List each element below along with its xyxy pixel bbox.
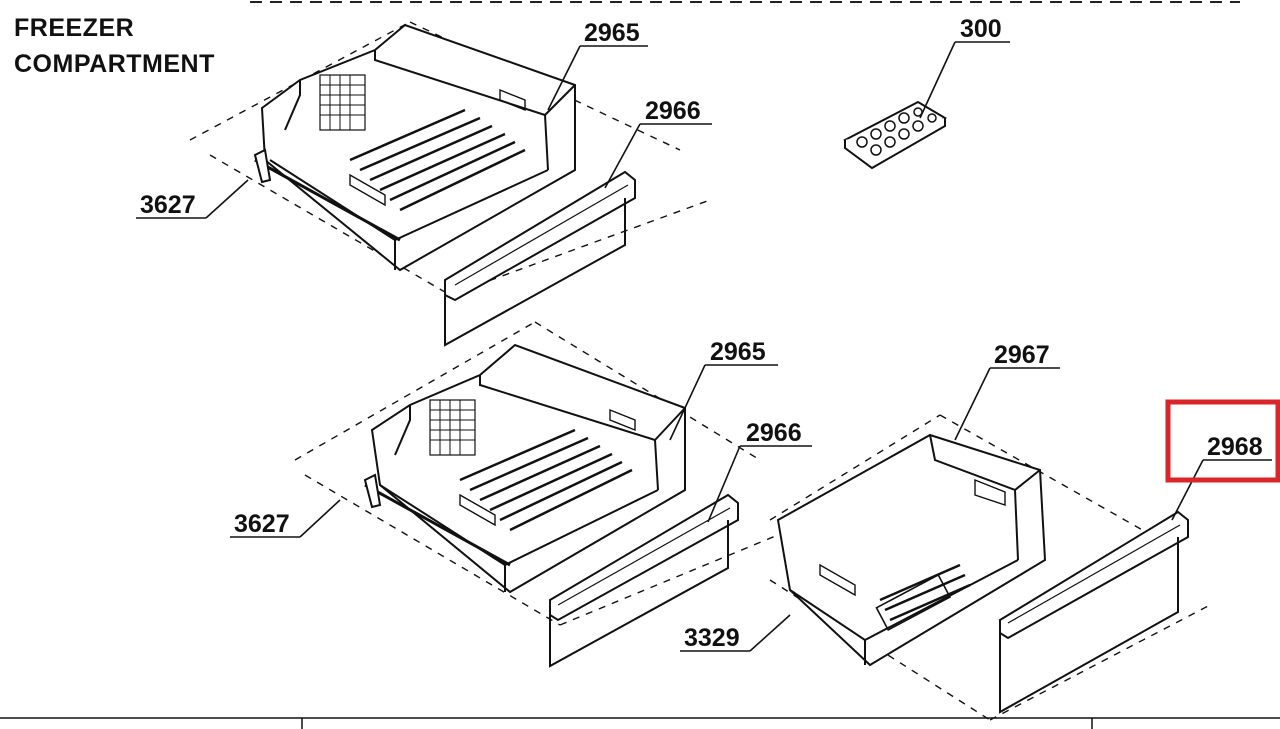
guide-lines-middle [294, 321, 791, 626]
callout-3627-middle: 3627 [234, 510, 290, 538]
callout-3627-top: 3627 [140, 191, 196, 219]
callout-2966-middle: 2966 [746, 419, 802, 447]
title-line-2: COMPARTMENT [14, 50, 215, 78]
highlight-box-2968 [1165, 399, 1280, 483]
bottom-table-border [0, 717, 1280, 729]
drawer-basket-lower [776, 433, 1047, 667]
drawer-basket-top [260, 23, 576, 272]
callout-300: 300 [960, 15, 1002, 43]
front-panel-top [444, 170, 636, 347]
callout-2968: 2968 [1207, 433, 1263, 461]
callout-3329: 3329 [684, 624, 740, 652]
slide-rail-middle [363, 473, 511, 567]
drawer-assembly-middle [294, 321, 791, 668]
leader-lines [136, 41, 1272, 652]
callout-2967: 2967 [994, 341, 1050, 369]
drawer-assembly-top [189, 21, 711, 347]
callout-2966-top: 2966 [645, 97, 701, 125]
callout-2965-top: 2965 [584, 19, 640, 47]
title-line-1: FREEZER [14, 14, 135, 42]
drawer-assembly-lower [769, 414, 1211, 721]
front-panel-lower [999, 510, 1189, 714]
slide-rail-top [253, 148, 401, 242]
drawer-basket-middle [370, 343, 686, 594]
front-panel-middle [549, 493, 739, 668]
callout-2965-middle: 2965 [710, 338, 766, 366]
ice-tray [843, 100, 947, 170]
